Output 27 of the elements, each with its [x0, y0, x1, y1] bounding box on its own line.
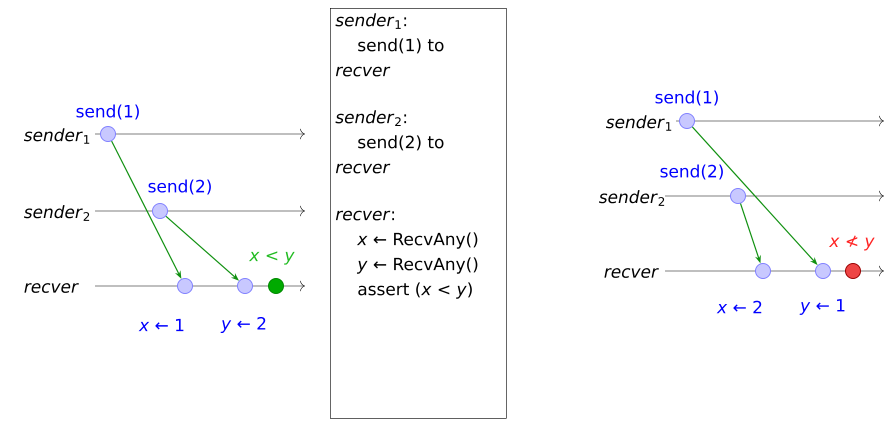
event-dot — [268, 278, 284, 294]
event-dot — [100, 126, 116, 142]
process-name: sender$_{2}$ — [24, 205, 90, 221]
event-dot — [237, 278, 253, 294]
event-dot — [845, 263, 861, 279]
event-label: send(1) — [76, 104, 139, 120]
code-box: sender$_{1}$: send(1) to recver sender$_{2}$: send(2) to recver recver: x ← RecvAny() y ← RecvAny() assert (x < y) — [330, 8, 507, 419]
event-dot — [152, 203, 168, 219]
event-label: x ≮ y — [828, 236, 875, 250]
event-dot — [815, 263, 831, 279]
event-dot — [755, 263, 771, 279]
event-label: send(2) — [148, 179, 211, 195]
event-dot — [730, 188, 746, 204]
process-name: recver — [604, 268, 659, 278]
event-dot — [177, 278, 193, 294]
event-label: send(1) — [656, 90, 718, 106]
event-label: y ← 1 — [800, 299, 844, 315]
event-label: send(2) — [660, 164, 723, 180]
process-name: sender$_{1}$ — [606, 115, 672, 131]
event-label: x < y — [248, 251, 295, 265]
process-name: sender$_{1}$ — [24, 128, 90, 144]
process-name: recver — [24, 283, 79, 293]
event-label: y ← 2 — [220, 316, 266, 334]
event-label: x ← 1 — [138, 318, 184, 332]
event-label: x ← 2 — [716, 300, 762, 314]
process-name: sender$_{2}$ — [598, 190, 664, 206]
event-dot — [679, 113, 695, 129]
